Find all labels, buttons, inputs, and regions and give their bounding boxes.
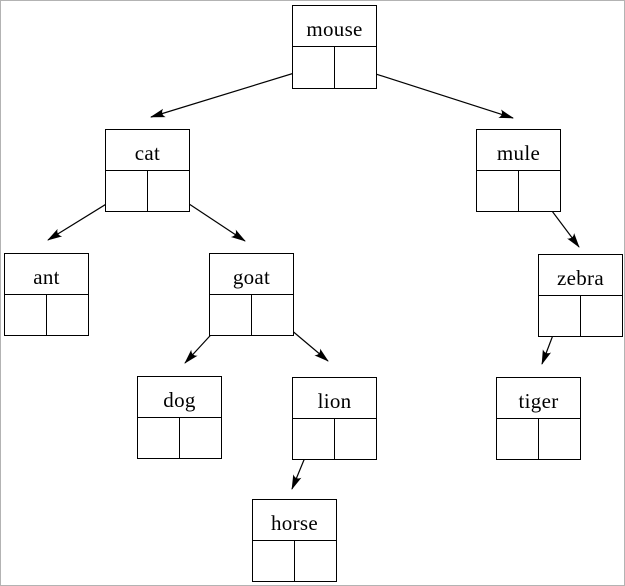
left-pointer-cell xyxy=(253,541,295,581)
tree-node-dog: dog xyxy=(137,376,222,459)
tree-node-ant: ant xyxy=(4,253,89,336)
node-label: dog xyxy=(138,377,221,418)
left-pointer-cell xyxy=(497,419,539,459)
node-label: mouse xyxy=(293,6,376,47)
pointer-cells xyxy=(293,47,376,88)
node-label: horse xyxy=(253,500,336,541)
tree-node-mule: mule xyxy=(476,129,561,212)
right-pointer-cell xyxy=(335,47,376,88)
node-label: mule xyxy=(477,130,560,171)
right-pointer-cell xyxy=(252,295,293,335)
pointer-cells xyxy=(293,419,376,459)
right-pointer-cell xyxy=(519,171,560,211)
edge-mouse-cat xyxy=(150,66,315,118)
left-pointer-cell xyxy=(138,418,180,458)
left-pointer-cell xyxy=(210,295,252,335)
right-pointer-cell xyxy=(539,419,580,459)
pointer-cells xyxy=(138,418,221,458)
edge-mouse-mule xyxy=(353,66,514,119)
pointer-cells xyxy=(210,295,293,335)
node-label: goat xyxy=(210,254,293,295)
left-pointer-cell xyxy=(477,171,519,211)
node-label: lion xyxy=(293,378,376,419)
tree-node-horse: horse xyxy=(252,499,337,582)
node-label: ant xyxy=(5,254,88,295)
left-pointer-cell xyxy=(539,296,581,336)
tree-node-cat: cat xyxy=(105,129,190,212)
node-label: cat xyxy=(106,130,189,171)
pointer-cells xyxy=(106,171,189,211)
right-pointer-cell xyxy=(335,419,376,459)
pointer-cells xyxy=(5,295,88,335)
pointer-cells xyxy=(253,541,336,581)
right-pointer-cell xyxy=(148,171,189,211)
node-label: zebra xyxy=(539,255,622,296)
right-pointer-cell xyxy=(581,296,622,336)
right-pointer-cell xyxy=(295,541,336,581)
right-pointer-cell xyxy=(180,418,221,458)
left-pointer-cell xyxy=(5,295,47,335)
tree-node-goat: goat xyxy=(209,253,294,336)
pointer-cells xyxy=(539,296,622,336)
left-pointer-cell xyxy=(293,419,335,459)
left-pointer-cell xyxy=(293,47,335,88)
pointer-cells xyxy=(477,171,560,211)
tree-node-lion: lion xyxy=(292,377,377,460)
left-pointer-cell xyxy=(106,171,148,211)
tree-node-zebra: zebra xyxy=(538,254,623,337)
right-pointer-cell xyxy=(47,295,88,335)
node-label: tiger xyxy=(497,378,580,419)
pointer-cells xyxy=(497,419,580,459)
tree-node-tiger: tiger xyxy=(496,377,581,460)
tree-node-mouse: mouse xyxy=(292,5,377,89)
